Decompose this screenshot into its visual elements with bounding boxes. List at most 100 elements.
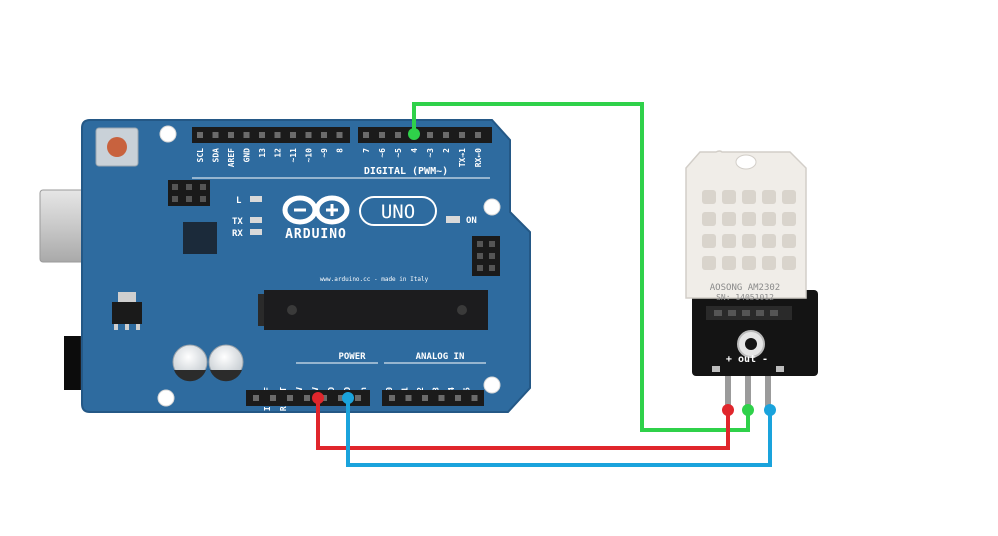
digital-pin-5 <box>395 132 401 138</box>
analog-header <box>382 390 484 406</box>
tx-led-label: TX <box>232 217 243 227</box>
mounting-hole <box>159 125 177 143</box>
mounting-hole <box>157 389 175 407</box>
power-pin-33v <box>287 395 293 401</box>
voltage-regulator <box>112 292 142 330</box>
sensor-grille <box>702 190 796 270</box>
grille-slot <box>762 256 776 270</box>
digital-pin-label: 4 <box>410 148 419 153</box>
grille-slot <box>762 190 776 204</box>
microcontroller-chip <box>258 290 488 330</box>
mounting-hole <box>483 198 501 216</box>
icsp-header-right <box>472 236 500 276</box>
power-pin-ioref <box>253 395 259 401</box>
analog-pin-a0 <box>389 395 395 401</box>
sensor-serial: SN: 14051012 <box>716 293 774 302</box>
digital-pin-label: 12 <box>274 148 283 158</box>
wire-vcc[interactable] <box>316 398 730 450</box>
analog-pin-a5 <box>471 395 478 401</box>
grille-slot <box>722 190 736 204</box>
digital-pin-11 <box>290 132 296 138</box>
digital-pin-3 <box>427 132 433 138</box>
arduino-brand: ARDUINO <box>285 227 347 242</box>
power-jack-front <box>64 336 80 390</box>
arduino-logo-icon <box>282 195 350 225</box>
wire-gnd-sensor-end <box>764 404 776 416</box>
grille-slot <box>762 234 776 248</box>
on-led-label: ON <box>466 216 477 226</box>
grille-slot <box>702 234 716 248</box>
grille-slot <box>742 234 756 248</box>
grille-slot <box>762 212 776 226</box>
digital-pin-7 <box>363 132 369 138</box>
wires <box>312 102 776 467</box>
digital-pin-rx0 <box>475 132 481 138</box>
power-pin-5v <box>304 395 310 401</box>
digital-pin-label: RX←0 <box>474 148 483 167</box>
wire-vcc-board-end <box>312 392 324 404</box>
digital-pin-scl <box>197 132 203 138</box>
power-label: POWER <box>338 352 366 362</box>
grille-slot <box>782 190 796 204</box>
digital-pin-label: 7 <box>362 148 371 153</box>
sensor-pin-data <box>745 376 751 408</box>
rx-led <box>250 229 262 235</box>
icsp-header-usb <box>168 180 210 206</box>
sensor-mount-hole <box>735 154 757 170</box>
wire-vcc-sensor-end <box>722 404 734 416</box>
digital-pin-6 <box>379 132 385 138</box>
digital-pin-13 <box>259 132 265 138</box>
digital-pin-label: ~6 <box>378 148 387 158</box>
analog-pin-a2 <box>422 395 428 401</box>
uno-label: UNO <box>381 201 415 223</box>
wire-data-sensor-end <box>742 404 754 416</box>
digital-pin-label: TX→1 <box>458 148 467 167</box>
digital-header-right <box>358 127 492 143</box>
digital-pin-sda <box>212 132 219 138</box>
grille-slot <box>702 212 716 226</box>
sensor-pin-gnd <box>765 376 771 408</box>
wire-gnd-board-end <box>342 392 354 404</box>
analog-label: ANALOG IN <box>416 352 465 362</box>
website-label: www.arduino.cc - made in Italy <box>320 276 429 283</box>
mounting-hole <box>483 376 501 394</box>
grille-slot <box>722 212 736 226</box>
tx-led <box>250 217 262 223</box>
grille-slot <box>742 256 756 270</box>
wire-data-board-end <box>408 128 420 140</box>
digital-label: DIGITAL (PWM~) <box>364 166 448 177</box>
grille-slot <box>782 234 796 248</box>
reset-button[interactable] <box>107 137 127 157</box>
wire-data[interactable] <box>412 102 750 432</box>
usb-chip <box>183 222 217 254</box>
digital-pin-8 <box>336 132 343 138</box>
digital-pin-label: ~10 <box>305 148 314 163</box>
digital-pin-label: SCL <box>196 148 205 163</box>
sensor-model: AOSONG AM2302 <box>710 283 780 293</box>
digital-pin-label: 2 <box>442 148 451 153</box>
digital-pin-label: 8 <box>336 148 345 153</box>
sensor-pin-vcc <box>725 376 731 408</box>
digital-pin-label: ~9 <box>320 148 329 158</box>
dht-sensor-module: + out - AOSONG AM2302 SN: 14051012 <box>685 150 818 408</box>
grille-slot <box>782 212 796 226</box>
grille-slot <box>702 190 716 204</box>
power-pin-vin <box>355 395 361 401</box>
grille-slot <box>742 190 756 204</box>
rx-led-label: RX <box>232 229 243 239</box>
digital-pin-gnd <box>243 132 250 138</box>
grille-slot <box>722 234 736 248</box>
digital-pin-9 <box>321 132 327 138</box>
digital-header-left <box>192 127 350 143</box>
on-led <box>446 216 460 223</box>
digital-pin-10 <box>305 132 312 138</box>
digital-pin-label: ~5 <box>394 148 403 158</box>
digital-pin-2 <box>443 132 449 138</box>
wire-gnd[interactable] <box>346 398 772 467</box>
digital-pin-tx1 <box>459 132 465 138</box>
l-led <box>250 196 262 202</box>
grille-slot <box>702 256 716 270</box>
digital-pin-label: SDA <box>212 148 221 163</box>
